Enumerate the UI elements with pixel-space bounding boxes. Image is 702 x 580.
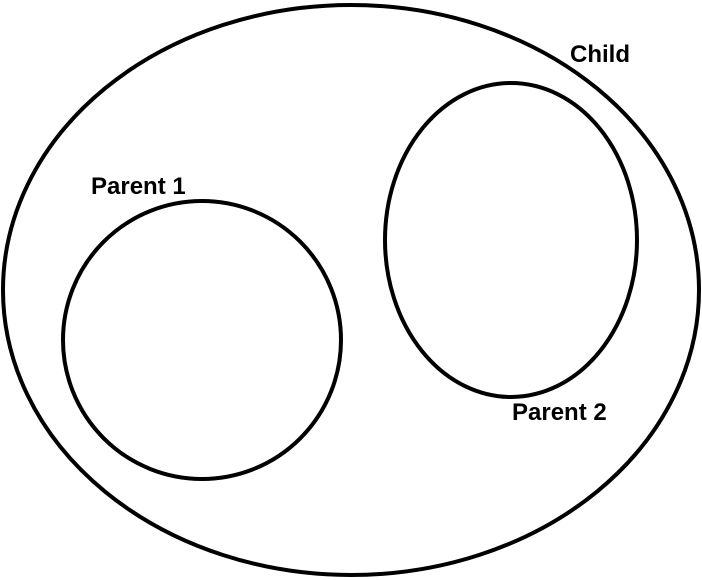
parent-2-label: Parent 2 [512, 399, 607, 426]
parent-1-label: Parent 1 [91, 173, 186, 200]
child-label: Child [570, 41, 630, 68]
parent-1-set-outline [61, 199, 343, 481]
parent-2-set-outline [383, 81, 639, 399]
child-set-outline [1, 3, 701, 577]
